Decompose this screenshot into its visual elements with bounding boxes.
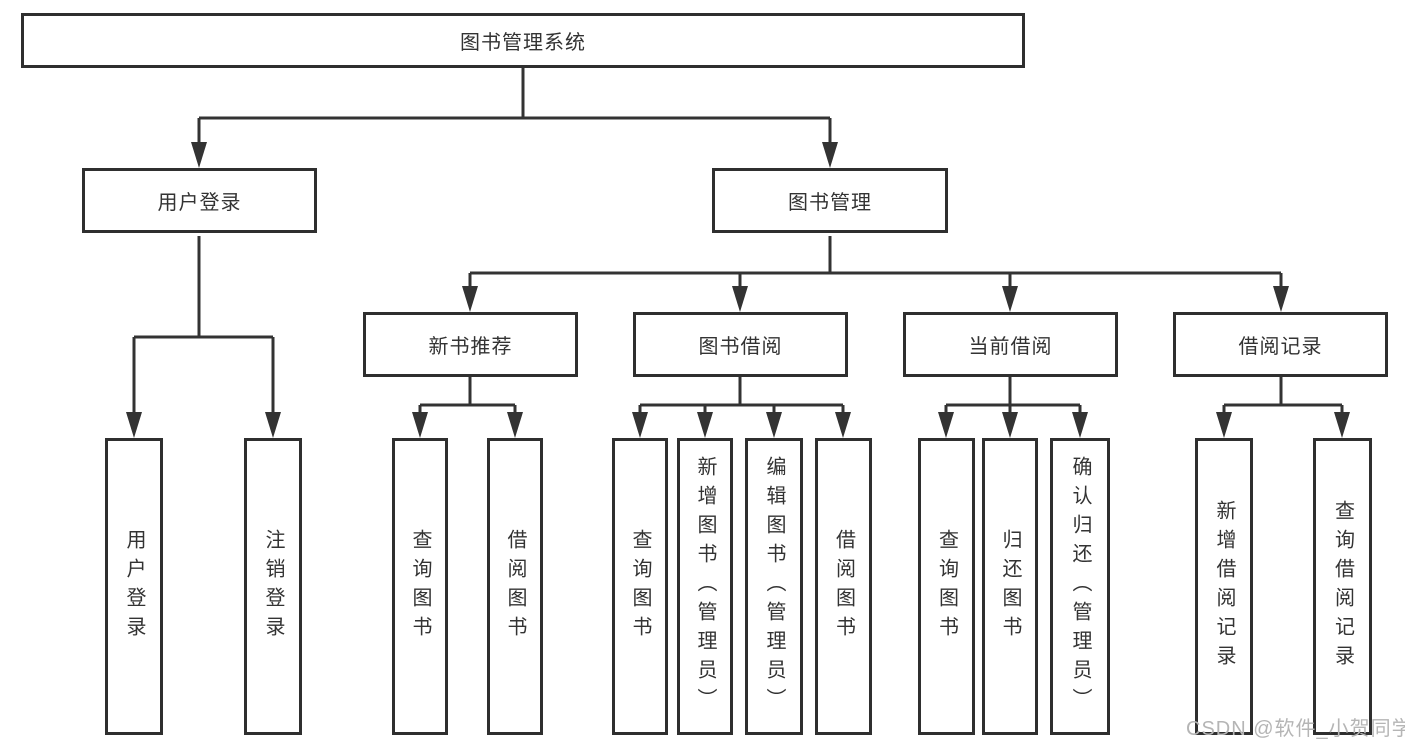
- node-book-borrow: 图书借阅: [633, 312, 848, 377]
- leaf-confirm-return-admin: 确认归还（管理员）: [1050, 438, 1110, 735]
- leaf-query-books-3: 查询图书: [918, 438, 975, 735]
- node-current-borrow-label: 当前借阅: [968, 336, 1053, 358]
- arrowhead: [766, 412, 782, 438]
- leaf-add-book-admin-label: 新增图书（管理员）: [694, 456, 716, 717]
- arrowhead: [1002, 412, 1018, 438]
- arrowhead: [1072, 412, 1088, 438]
- leaf-confirm-return-admin-label: 确认归还（管理员）: [1069, 456, 1091, 717]
- leaf-user-login: 用户登录: [105, 438, 163, 735]
- leaf-borrow-books-1: 借阅图书: [487, 438, 543, 735]
- leaf-query-books-2: 查询图书: [612, 438, 668, 735]
- arrowhead: [697, 412, 713, 438]
- arrowhead: [1273, 286, 1289, 312]
- arrowhead: [1002, 286, 1018, 312]
- leaf-add-book-admin: 新增图书（管理员）: [677, 438, 733, 735]
- node-book-management: 图书管理: [712, 168, 948, 233]
- leaf-query-borrow-record-label: 查询借阅记录: [1331, 499, 1354, 674]
- connector-borrow-branch: [638, 377, 845, 416]
- leaf-add-borrow-record-label: 新增借阅记录: [1213, 499, 1235, 674]
- arrowhead: [265, 412, 281, 438]
- node-library-system: 图书管理系统: [21, 13, 1025, 68]
- arrowhead: [732, 286, 748, 312]
- leaf-return-books: 归还图书: [982, 438, 1038, 735]
- leaf-query-borrow-record: 查询借阅记录: [1313, 438, 1372, 735]
- node-user-login: 用户登录: [82, 168, 317, 233]
- connector-mgmt-branch: [468, 236, 1283, 290]
- leaf-edit-book-admin: 编辑图书（管理员）: [745, 438, 803, 735]
- arrowhead: [462, 286, 478, 312]
- leaf-query-books-2-label: 查询图书: [629, 528, 651, 645]
- leaf-edit-book-admin-label: 编辑图书（管理员）: [763, 456, 785, 717]
- leaf-borrow-books-2: 借阅图书: [815, 438, 872, 735]
- connector-login-branch: [132, 236, 275, 416]
- leaf-logout-label: 注销登录: [262, 528, 284, 645]
- arrowhead: [1334, 412, 1350, 438]
- leaf-borrow-books-2-label: 借阅图书: [832, 528, 855, 645]
- arrowhead: [191, 142, 207, 168]
- arrowhead: [1216, 412, 1232, 438]
- node-user-login-label: 用户登录: [157, 192, 242, 214]
- arrowhead: [412, 412, 428, 438]
- node-new-book-recommend: 新书推荐: [363, 312, 578, 377]
- node-borrow-records: 借阅记录: [1173, 312, 1388, 377]
- arrowhead: [507, 412, 523, 438]
- leaf-add-borrow-record: 新增借阅记录: [1195, 438, 1253, 735]
- leaf-logout: 注销登录: [244, 438, 302, 735]
- connector-records-branch: [1222, 377, 1344, 416]
- arrowhead: [938, 412, 954, 438]
- leaf-query-books-1-label: 查询图书: [409, 528, 431, 645]
- csdn-watermark: CSDN @软件_小贺同学: [1186, 718, 1405, 740]
- leaf-query-books-1: 查询图书: [392, 438, 448, 735]
- connector-current-branch: [944, 377, 1082, 416]
- arrowhead: [835, 412, 851, 438]
- leaf-user-login-label: 用户登录: [123, 528, 145, 645]
- node-current-borrow: 当前借阅: [903, 312, 1118, 377]
- connector-root-branch: [197, 68, 832, 146]
- leaf-return-books-label: 归还图书: [999, 528, 1021, 645]
- connector-newbook-branch: [418, 377, 517, 416]
- node-book-management-label: 图书管理: [788, 192, 872, 214]
- node-book-borrow-label: 图书借阅: [698, 336, 783, 358]
- leaf-query-books-3-label: 查询图书: [935, 528, 958, 645]
- leaf-borrow-books-1-label: 借阅图书: [504, 528, 526, 645]
- arrowhead: [126, 412, 142, 438]
- arrowhead: [822, 142, 838, 168]
- arrowhead: [632, 412, 648, 438]
- node-new-book-recommend-label: 新书推荐: [428, 336, 513, 358]
- node-library-system-label: 图书管理系统: [460, 32, 586, 54]
- node-borrow-records-label: 借阅记录: [1238, 336, 1323, 358]
